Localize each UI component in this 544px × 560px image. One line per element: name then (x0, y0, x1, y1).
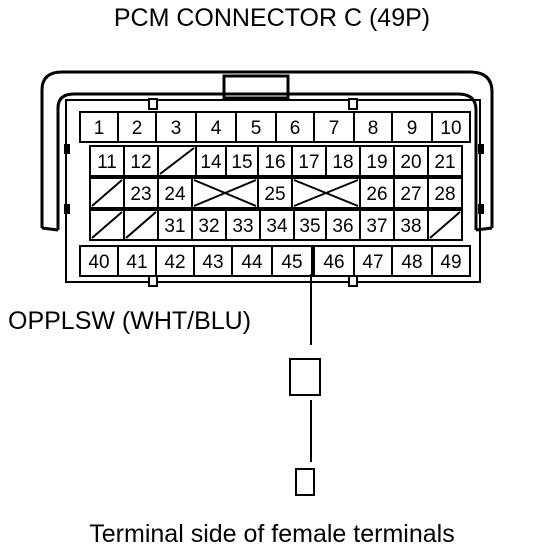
terminal-number: 10 (440, 118, 461, 139)
terminal-10-cell (431, 111, 471, 143)
terminal-number: 40 (88, 252, 109, 273)
terminal-15-cell (225, 145, 259, 177)
signal-label: OPPLSW (WHT/BLU) (8, 307, 252, 335)
terminal-number: 3 (171, 118, 182, 139)
terminal-number: 14 (200, 152, 222, 173)
terminal-number: 20 (400, 152, 421, 173)
terminal-17-cell (291, 145, 327, 177)
terminal-2-cell (117, 111, 157, 143)
terminal-number: 12 (130, 152, 151, 173)
terminal-number: 9 (407, 118, 418, 139)
terminal-number: 26 (366, 184, 387, 205)
terminal-36-cell (325, 209, 361, 241)
wire-connector (289, 358, 321, 396)
slash-mark (91, 211, 123, 239)
terminal-28-cell (427, 177, 463, 209)
right-key-bottom (478, 204, 484, 214)
terminal-19-cell (359, 145, 395, 177)
terminal-number: 31 (164, 216, 185, 237)
terminal-number: 38 (400, 216, 421, 237)
terminal-31-cell (157, 209, 193, 241)
terminal-number: 25 (264, 184, 285, 205)
terminal-number: 47 (362, 252, 383, 273)
terminal-number: 2 (132, 118, 143, 139)
terminal-number: 42 (164, 252, 185, 273)
terminal-number: 21 (434, 152, 455, 173)
terminal-number: 46 (323, 252, 344, 273)
terminal-number: 4 (211, 118, 222, 139)
terminal-5-cell (235, 111, 277, 143)
terminal-number: 33 (232, 216, 253, 237)
terminal-number: 18 (332, 152, 353, 173)
terminal-number: 1 (94, 118, 105, 139)
terminal-21-cell (427, 145, 463, 177)
diagram-caption: Terminal side of female terminals (89, 520, 455, 548)
terminal-6-cell (275, 111, 315, 143)
terminal-number: 17 (298, 152, 319, 173)
terminal-number: 43 (202, 252, 223, 273)
terminal-number: 48 (401, 252, 422, 273)
terminal-number: 28 (434, 184, 455, 205)
diagram-title: PCM CONNECTOR C (49P) (113, 4, 431, 32)
wire-terminal (295, 468, 315, 496)
terminal-number: 34 (266, 216, 288, 237)
terminal-number: 19 (366, 152, 387, 173)
terminal-number: 23 (130, 184, 151, 205)
connector-latch (222, 74, 290, 100)
terminal-8-cell (353, 111, 393, 143)
terminal-3-cell (155, 111, 197, 143)
terminal-number: 44 (241, 252, 263, 273)
terminal-number: 11 (97, 152, 117, 173)
terminal-number: 6 (290, 118, 301, 139)
terminal-18-cell (325, 145, 361, 177)
terminal-number: 8 (368, 118, 379, 139)
terminal-number: 24 (164, 184, 186, 205)
connector-body (65, 99, 481, 283)
terminal-number: 5 (251, 118, 262, 139)
terminal-24-cell (157, 177, 193, 209)
slash-mark (159, 147, 195, 175)
terminal-number: 41 (126, 252, 147, 273)
slash-mark (125, 211, 157, 239)
terminal-number: 7 (329, 118, 340, 139)
terminal-number: 45 (281, 252, 302, 273)
terminal-14-cell (195, 145, 227, 177)
terminal-46-cell (313, 245, 355, 277)
terminal-43-cell (193, 245, 233, 277)
cross-mark (293, 179, 359, 207)
terminal-33-cell (225, 209, 261, 241)
terminal-11-cell (89, 145, 125, 177)
terminal-number: 16 (264, 152, 285, 173)
terminal-number: 35 (299, 216, 320, 237)
terminal-42-cell (155, 245, 195, 277)
left-key-bottom (64, 204, 70, 214)
right-key-top (478, 144, 484, 154)
cross-mark (193, 179, 257, 207)
terminal-number: 36 (332, 216, 353, 237)
connector-inner-shell (56, 92, 478, 230)
terminal-12-cell (123, 145, 159, 177)
slash-mark (429, 211, 461, 239)
terminal-40-cell (79, 245, 119, 277)
terminal-45-cell (271, 245, 313, 277)
connector-outer-shell (40, 70, 494, 228)
terminal-26-cell (359, 177, 395, 209)
terminal-number: 49 (440, 252, 461, 273)
terminal-number: 37 (366, 216, 387, 237)
left-key-top (64, 144, 70, 154)
slash-mark (91, 179, 123, 207)
terminal-49-cell (431, 245, 471, 277)
terminal-number: 32 (198, 216, 219, 237)
terminal-number: 27 (400, 184, 421, 205)
terminal-number: 15 (231, 152, 252, 173)
